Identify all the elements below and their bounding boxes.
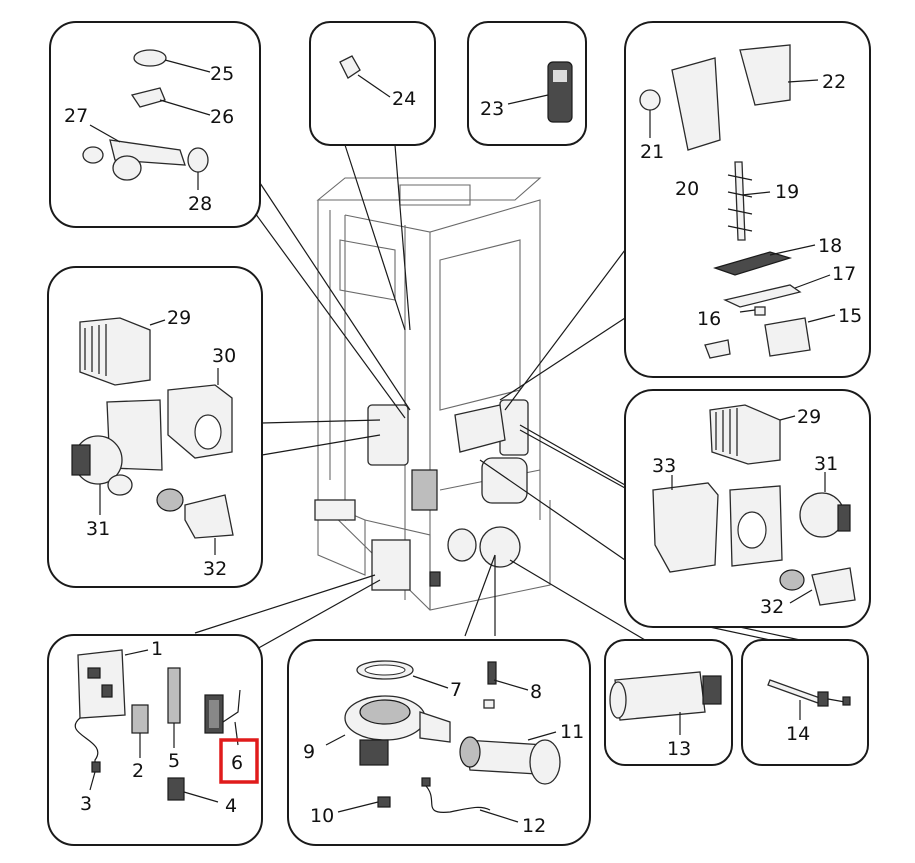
central-unit: [314, 177, 551, 611]
label-11: 11: [560, 721, 584, 743]
panel-electronics: 1 2 3 4 5 6: [47, 634, 263, 846]
cable-12-part: [424, 784, 491, 813]
label-21: 21: [640, 141, 664, 163]
hopper-20-part: [671, 57, 721, 151]
label-19: 19: [775, 181, 799, 203]
label-24: 24: [392, 88, 416, 110]
label-8: 8: [530, 681, 542, 703]
label-13: 13: [667, 738, 691, 760]
label-22: 22: [822, 71, 846, 93]
label-3: 3: [80, 793, 92, 815]
motor-15-part: [764, 317, 811, 357]
leader-lines: [194, 144, 801, 651]
label-10: 10: [310, 805, 334, 827]
panel-probe: 14: [741, 639, 869, 766]
plate-17-part: [723, 284, 802, 308]
label-32b: 32: [760, 596, 784, 618]
label-15: 15: [838, 305, 862, 327]
duct-29a-part: [79, 317, 151, 386]
chute-32a-part: [184, 494, 234, 539]
label-30: 30: [212, 345, 236, 367]
auger-19-part: [734, 161, 746, 241]
panel-exhaust-fittings: 25 26 27 28: [49, 21, 261, 228]
label-7: 7: [450, 679, 462, 701]
label-14: 14: [786, 723, 810, 745]
label-25: 25: [210, 63, 234, 85]
label-9: 9: [303, 741, 315, 763]
switch-4-part: [167, 777, 185, 801]
label-20: 20: [675, 178, 699, 200]
sensor-8-part: [487, 661, 497, 685]
duct-29b-part: [709, 404, 781, 465]
plate-18-part: [713, 251, 793, 276]
label-29b: 29: [797, 406, 821, 428]
highlight-box: [219, 738, 259, 784]
label-16: 16: [697, 308, 721, 330]
label-28: 28: [188, 193, 212, 215]
panel-fan-left: 29 30 31 32: [47, 266, 263, 588]
label-32a: 32: [203, 558, 227, 580]
panel-clip: 24: [309, 21, 436, 146]
part-16: [754, 306, 766, 316]
label-1: 1: [151, 638, 163, 660]
ring-28-part: [187, 147, 209, 173]
label-17: 17: [832, 263, 856, 285]
panel-heat-exchanger: 13: [604, 639, 733, 766]
label-4: 4: [225, 795, 237, 817]
label-26: 26: [210, 106, 234, 128]
duct-33-part: [652, 482, 719, 573]
cable-5-part: [167, 667, 181, 724]
connector-10-part: [377, 796, 391, 808]
clip-26-part: [130, 87, 166, 108]
chute-32b-part: [811, 567, 856, 606]
label-2: 2: [132, 760, 144, 782]
label-5: 5: [168, 750, 180, 772]
label-31a: 31: [86, 518, 110, 540]
cover-22-part: [739, 44, 791, 106]
cap-25-part: [133, 49, 167, 67]
label-18: 18: [818, 235, 842, 257]
label-33: 33: [652, 455, 676, 477]
exchanger-13-part: [614, 671, 706, 721]
label-27: 27: [64, 105, 88, 127]
panel-auger-assembly: 21 20 22 19 18 17 16 15: [624, 21, 871, 378]
panel-burner: 7 8 9 11 10 12: [287, 639, 591, 846]
label-31b: 31: [814, 453, 838, 475]
board-1-part: [77, 649, 126, 719]
label-23: 23: [480, 98, 504, 120]
label-29a: 29: [167, 307, 191, 329]
relay-2-part: [131, 704, 149, 734]
clip-24-part: [339, 55, 361, 79]
label-12: 12: [522, 815, 546, 837]
panel-remote: 23: [467, 21, 587, 146]
panel-fan-right: 29 33 31 32: [624, 389, 871, 628]
ring-21-part: [639, 89, 661, 111]
label-6: 6: [231, 752, 243, 774]
